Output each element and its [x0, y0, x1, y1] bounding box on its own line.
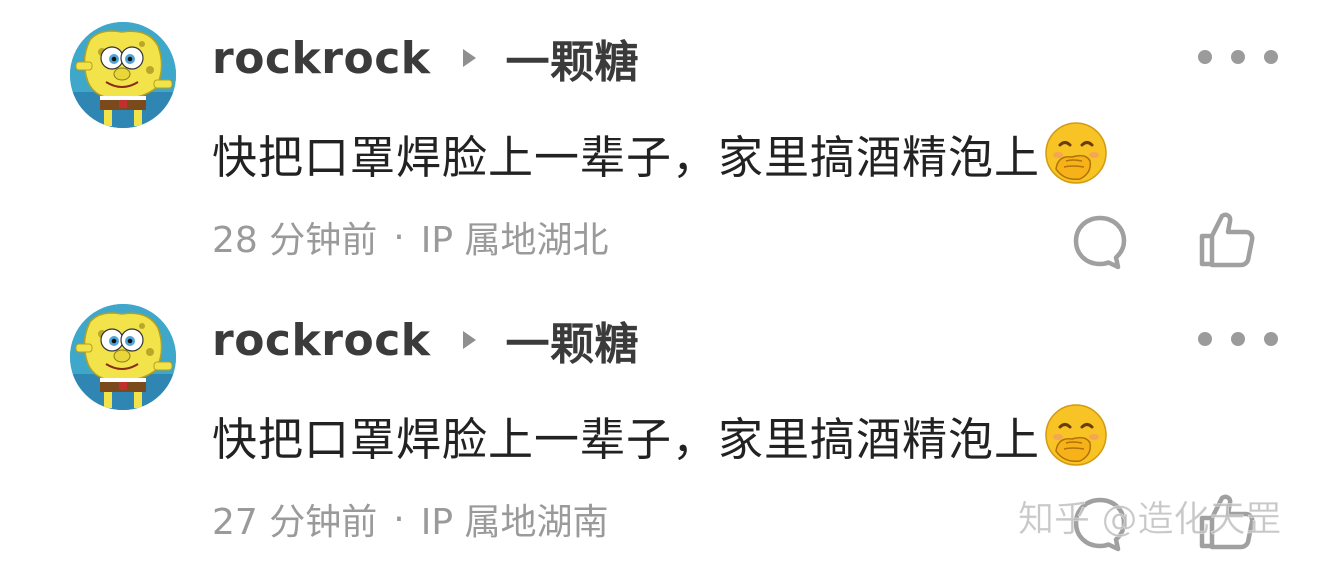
hand-over-mouth-emoji-icon [1042, 119, 1110, 187]
hand-over-mouth-emoji-icon [1042, 401, 1110, 469]
more-dot-icon [1198, 50, 1212, 64]
reply-to-username[interactable]: 一颗糖 [505, 319, 640, 370]
thumbs-up-icon [1199, 494, 1255, 550]
like-button[interactable] [1196, 490, 1256, 552]
comment-meta: 27 分钟前 · IP 属地湖南 [212, 494, 609, 544]
comment-header: rockrock 一颗糖 [212, 310, 640, 371]
more-dot-icon [1264, 50, 1278, 64]
comment-item: rockrock 一颗糖 快把口罩焊脸上一辈子，家里搞酒精泡上 27 分钟前 ·… [0, 282, 1344, 565]
ip-location: IP 属地湖北 [420, 220, 609, 261]
reply-button[interactable] [1070, 212, 1130, 272]
reply-to-username[interactable]: 一颗糖 [505, 37, 640, 88]
spongebob-avatar-icon [70, 304, 176, 410]
like-button[interactable] [1196, 208, 1256, 270]
username[interactable]: rockrock [212, 32, 431, 84]
avatar[interactable] [70, 22, 176, 128]
comment-bubble-icon [1073, 497, 1127, 552]
comment-item: rockrock 一颗糖 快把口罩焊脸上一辈子，家里搞酒精泡上 28 分钟前 ·… [70, 22, 1278, 272]
comment-time: 28 分钟前 [212, 220, 378, 261]
comment-text: 快把口罩焊脸上一辈子，家里搞酒精泡上 [212, 130, 1041, 184]
more-dot-icon [1231, 332, 1245, 346]
more-options-button[interactable] [1198, 46, 1278, 68]
more-dot-icon [1231, 50, 1245, 64]
comment-body: 快把口罩焊脸上一辈子，家里搞酒精泡上 [212, 116, 1110, 190]
triangle-right-icon [462, 49, 476, 67]
comment-meta: 28 分钟前 · IP 属地湖北 [212, 212, 609, 262]
comment-bubble-icon [1073, 215, 1127, 270]
more-dot-icon [1198, 332, 1212, 346]
watermark: 知乎 @造化天罡 [1018, 499, 1282, 541]
username[interactable]: rockrock [212, 314, 431, 366]
meta-separator: · [393, 216, 405, 258]
spongebob-avatar-icon [70, 22, 176, 128]
triangle-right-icon [462, 331, 476, 349]
more-options-button[interactable] [1198, 328, 1278, 350]
comment-time: 27 分钟前 [212, 502, 378, 543]
ip-location: IP 属地湖南 [420, 502, 609, 543]
meta-separator: · [393, 498, 405, 540]
comment-text: 快把口罩焊脸上一辈子，家里搞酒精泡上 [212, 412, 1041, 466]
comment-body: 快把口罩焊脸上一辈子，家里搞酒精泡上 [212, 398, 1110, 472]
thumbs-up-icon [1199, 212, 1255, 268]
reply-button[interactable] [1070, 494, 1130, 554]
avatar[interactable] [70, 304, 176, 410]
more-dot-icon [1264, 332, 1278, 346]
comment-header: rockrock 一颗糖 [212, 28, 640, 89]
